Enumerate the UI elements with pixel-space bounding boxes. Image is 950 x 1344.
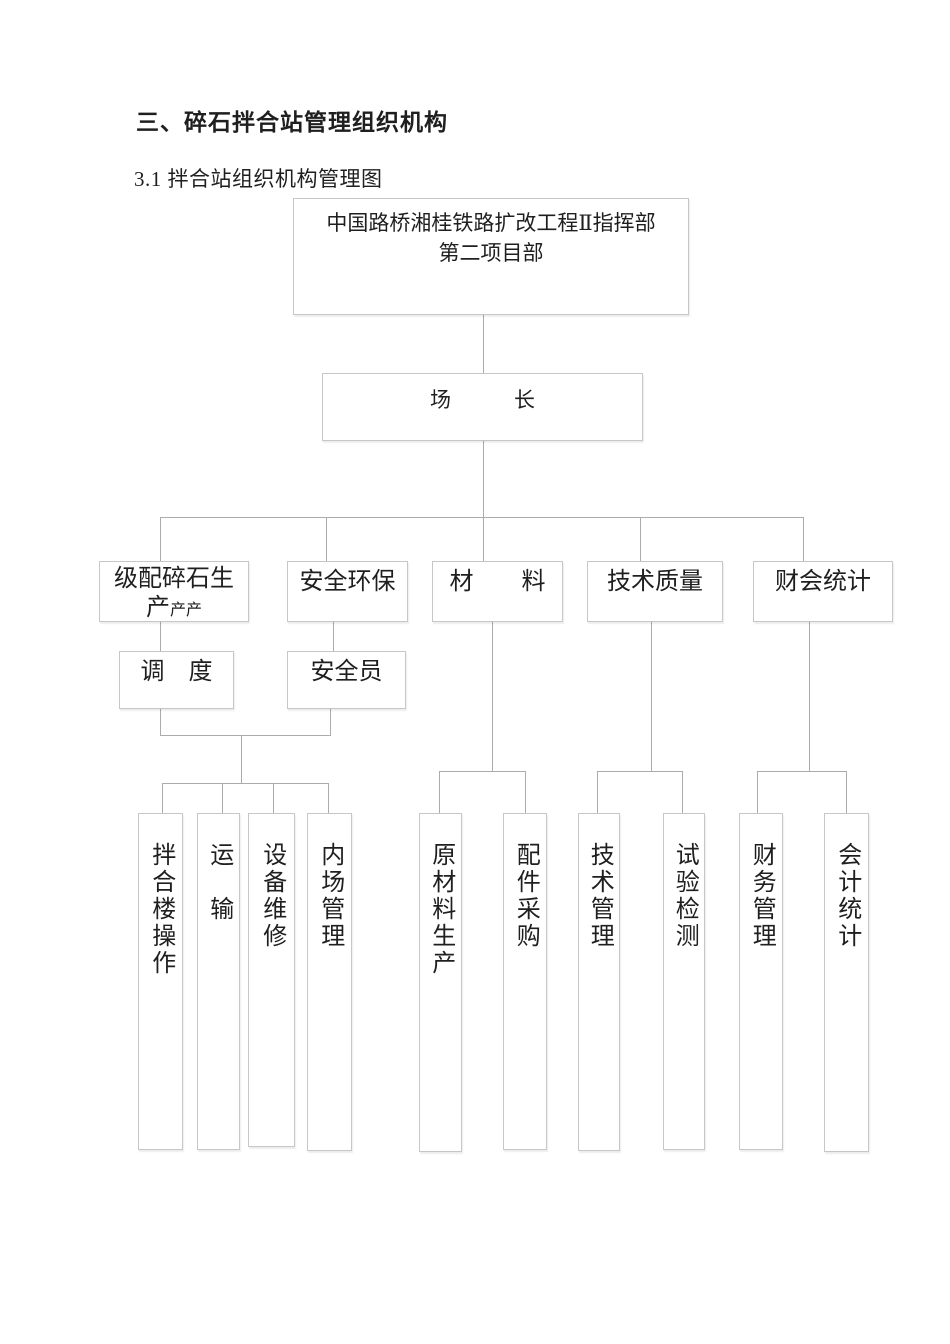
- connector-line: [492, 622, 493, 771]
- box-accounting-statistics: 会计统计: [824, 813, 869, 1152]
- connector-line: [640, 517, 641, 561]
- financial-management-label: 财务管理: [748, 842, 775, 950]
- box-mixing-tower-operation: 拌合楼操作: [138, 813, 183, 1150]
- box-finance-statistics: 财会统计: [753, 561, 893, 622]
- accounting-statistics-label: 会计统计: [833, 842, 860, 950]
- connector-line: [757, 771, 758, 813]
- connector-line: [757, 771, 847, 772]
- box-test-inspection: 试验检测: [663, 813, 705, 1150]
- box-transport: 运 输: [197, 813, 240, 1150]
- box-safety-environment: 安全环保: [287, 561, 408, 622]
- connector-line: [222, 783, 223, 813]
- connector-line: [809, 622, 810, 771]
- connector-line: [330, 709, 331, 736]
- transport-label: 运 输: [205, 842, 232, 923]
- tech-quality-label: 技术质量: [607, 569, 703, 595]
- graded-stone-production-line2: 产产产: [145, 595, 202, 621]
- connector-line: [162, 783, 329, 784]
- box-materials: 材 料: [432, 561, 563, 622]
- mixing-tower-operation-label: 拌合楼操作: [147, 842, 174, 977]
- connector-line: [803, 517, 804, 561]
- connector-line: [439, 771, 526, 772]
- connector-line: [160, 622, 161, 651]
- finance-statistics-label: 财会统计: [775, 569, 871, 595]
- box-yard-management: 内场管理: [307, 813, 352, 1151]
- yard-management-label: 内场管理: [316, 842, 343, 950]
- box-equipment-maintenance: 设备维修: [248, 813, 295, 1147]
- connector-line: [483, 517, 484, 561]
- project-headquarters-line1: 中国路桥湘桂铁路扩改工程Ⅱ指挥部: [326, 211, 656, 235]
- connector-line: [525, 771, 526, 813]
- connector-line: [597, 771, 598, 813]
- site-manager-label: 场 长: [430, 388, 535, 412]
- connector-line: [651, 622, 652, 771]
- box-raw-material-production: 原材料生产: [419, 813, 462, 1152]
- box-tech-quality: 技术质量: [587, 561, 723, 622]
- technical-management-label: 技术管理: [586, 842, 613, 950]
- equipment-maintenance-label: 设备维修: [258, 842, 285, 950]
- connector-line: [597, 771, 683, 772]
- box-project-headquarters: 中国路桥湘桂铁路扩改工程Ⅱ指挥部 第二项目部: [293, 198, 689, 315]
- box-site-manager: 场 长: [322, 373, 643, 441]
- box-graded-stone-production: 级配碎石生 产产产: [99, 561, 249, 622]
- safety-officer-label: 安全员: [310, 659, 383, 685]
- dispatch-label: 调 度: [140, 659, 213, 685]
- subsection-heading: 3.1 拌合站组织机构管理图: [134, 167, 383, 191]
- section-heading: 三、碎石拌合站管理组织机构: [136, 110, 448, 135]
- materials-label: 材 料: [449, 569, 546, 595]
- graded-stone-production-line1: 级配碎石生: [114, 566, 234, 592]
- parts-procurement-label: 配件采购: [512, 842, 539, 950]
- connector-line: [682, 771, 683, 813]
- connector-line: [160, 517, 161, 561]
- connector-line: [483, 315, 484, 373]
- connector-line: [439, 771, 440, 813]
- raw-material-production-label: 原材料生产: [427, 842, 454, 977]
- box-technical-management: 技术管理: [578, 813, 620, 1151]
- connector-line: [326, 517, 327, 561]
- connector-line: [160, 735, 331, 736]
- connector-line: [328, 783, 329, 813]
- connector-line: [160, 709, 161, 736]
- test-inspection-label: 试验检测: [671, 842, 698, 950]
- connector-line: [273, 783, 274, 813]
- connector-line: [333, 622, 334, 651]
- box-dispatch: 调 度: [119, 651, 234, 709]
- connector-line: [241, 735, 242, 783]
- connector-line: [846, 771, 847, 813]
- connector-line: [160, 517, 804, 518]
- box-safety-officer: 安全员: [287, 651, 406, 709]
- safety-environment-label: 安全环保: [299, 569, 396, 595]
- connector-line: [162, 783, 163, 813]
- box-parts-procurement: 配件采购: [503, 813, 547, 1150]
- connector-line: [483, 441, 484, 517]
- box-financial-management: 财务管理: [739, 813, 783, 1150]
- project-headquarters-line2: 第二项目部: [438, 241, 544, 265]
